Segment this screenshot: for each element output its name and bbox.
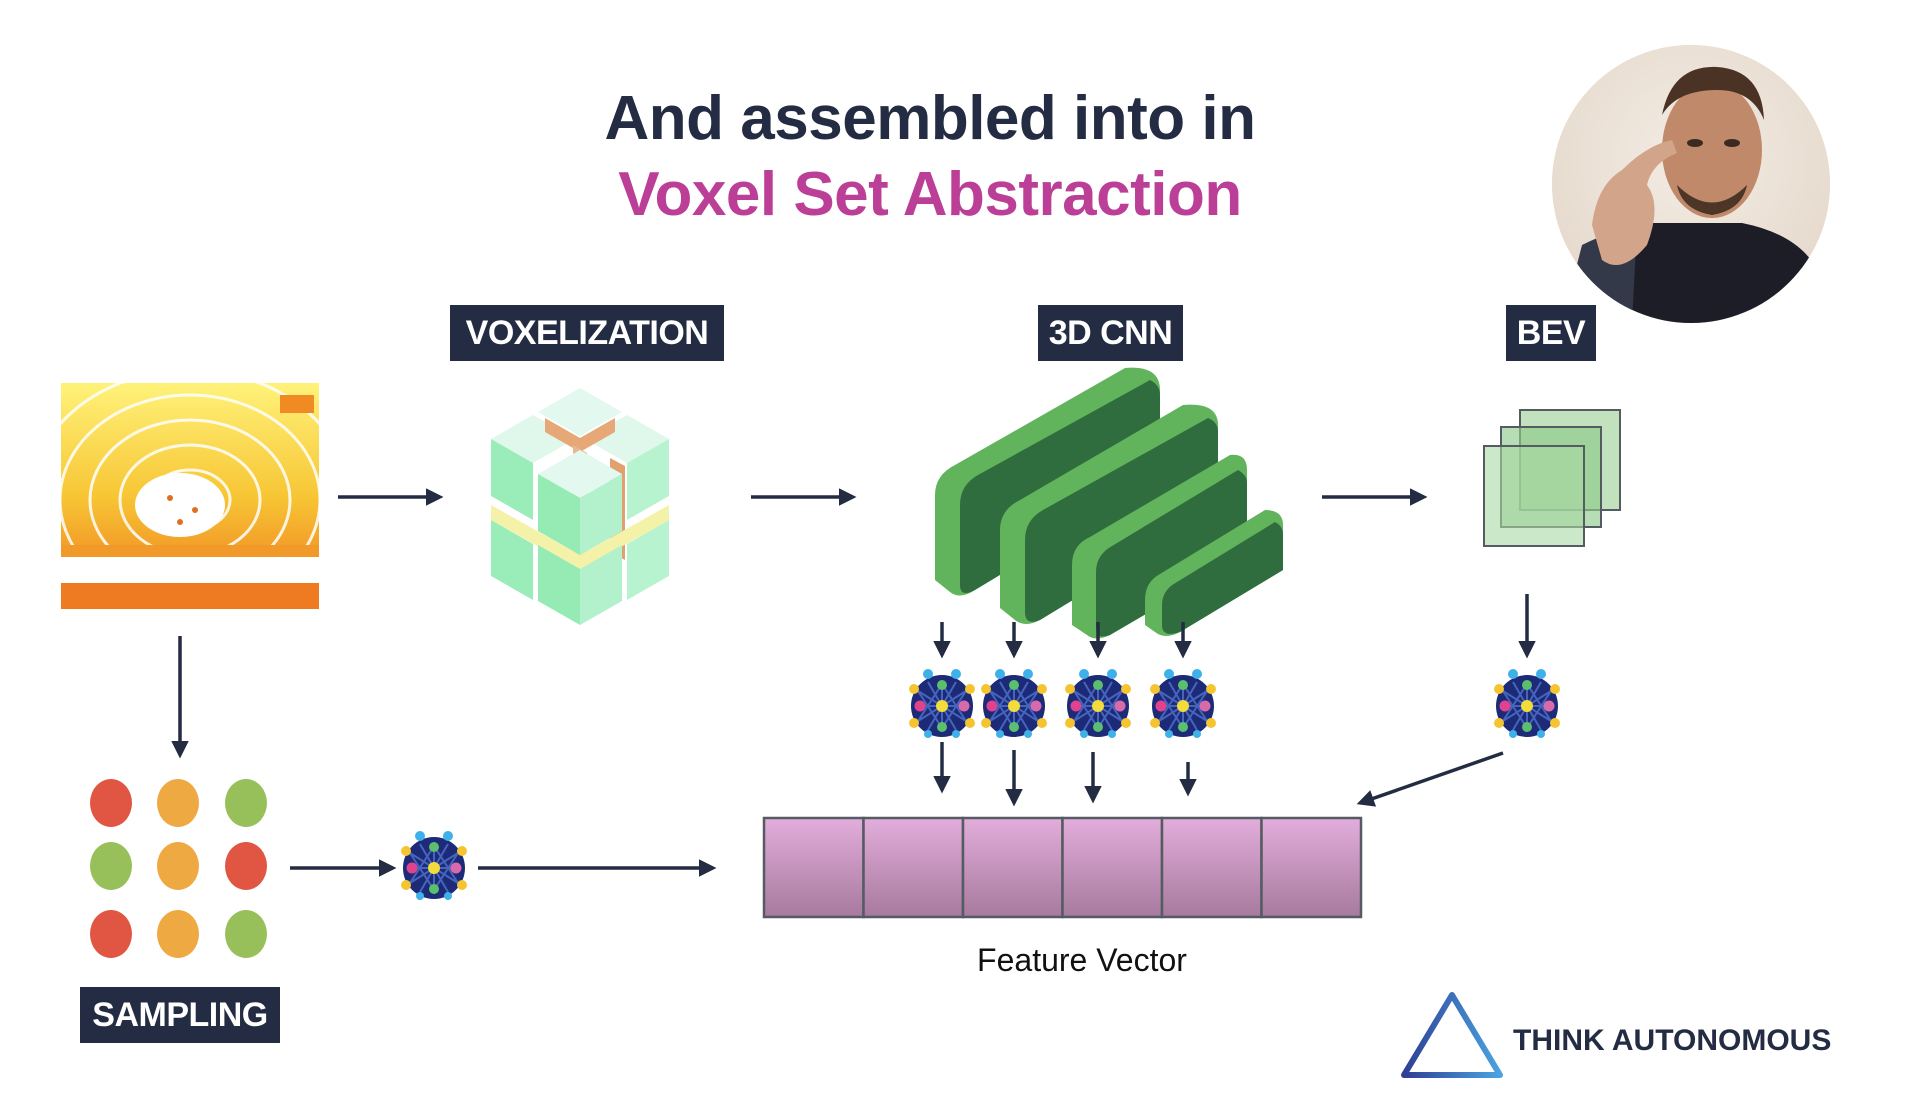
neural-network-icon <box>980 668 1048 739</box>
sample-point-green <box>225 910 267 958</box>
sample-point-green <box>225 779 267 827</box>
neural-network-icon <box>1493 668 1561 739</box>
sample-point-red <box>225 842 267 890</box>
neural-network-icon <box>1064 668 1132 739</box>
arrow-bevnet-to-vector <box>1356 751 1504 807</box>
feature-vector-cell <box>862 816 965 919</box>
neural-network-icon <box>908 668 976 739</box>
slide-title-line2: Voxel Set Abstraction <box>618 160 1242 229</box>
neural-network-icon <box>1149 668 1217 739</box>
sample-point-red <box>90 779 132 827</box>
cnn-layers-icon <box>935 367 1283 639</box>
slide-title-line1: And assembled into in <box>604 84 1256 153</box>
sampling-points-grid <box>90 779 267 958</box>
sample-point-orange <box>157 779 199 827</box>
presenter-webcam <box>1552 45 1830 323</box>
sample-point-red <box>90 910 132 958</box>
sample-point-orange <box>157 910 199 958</box>
cnn3d-label: 3D CNN <box>1038 305 1183 361</box>
presenter-figure-icon <box>1552 45 1830 323</box>
feature-vector <box>762 816 1363 919</box>
point-cloud-image <box>28 368 352 632</box>
bev-feature-maps-icon <box>1483 409 1621 547</box>
feature-vector-cell <box>1061 816 1164 919</box>
feature-vector-cell <box>1160 816 1263 919</box>
feature-vector-cell <box>961 816 1064 919</box>
voxel-grid-icon <box>491 388 669 625</box>
brand-logo-text: THINK AUTONOMOUS <box>1513 1024 1832 1057</box>
voxelization-label: VOXELIZATION <box>450 305 724 361</box>
neural-network-icon <box>400 830 468 901</box>
triangle-logo-icon <box>1401 992 1503 1078</box>
feature-vector-cell <box>762 816 865 919</box>
sample-point-orange <box>157 842 199 890</box>
feature-vector-label: Feature Vector <box>977 942 1187 978</box>
sample-point-green <box>90 842 132 890</box>
flow-arrows <box>171 488 1536 877</box>
feature-vector-cell <box>1260 816 1363 919</box>
sampling-label: SAMPLING <box>80 987 280 1043</box>
